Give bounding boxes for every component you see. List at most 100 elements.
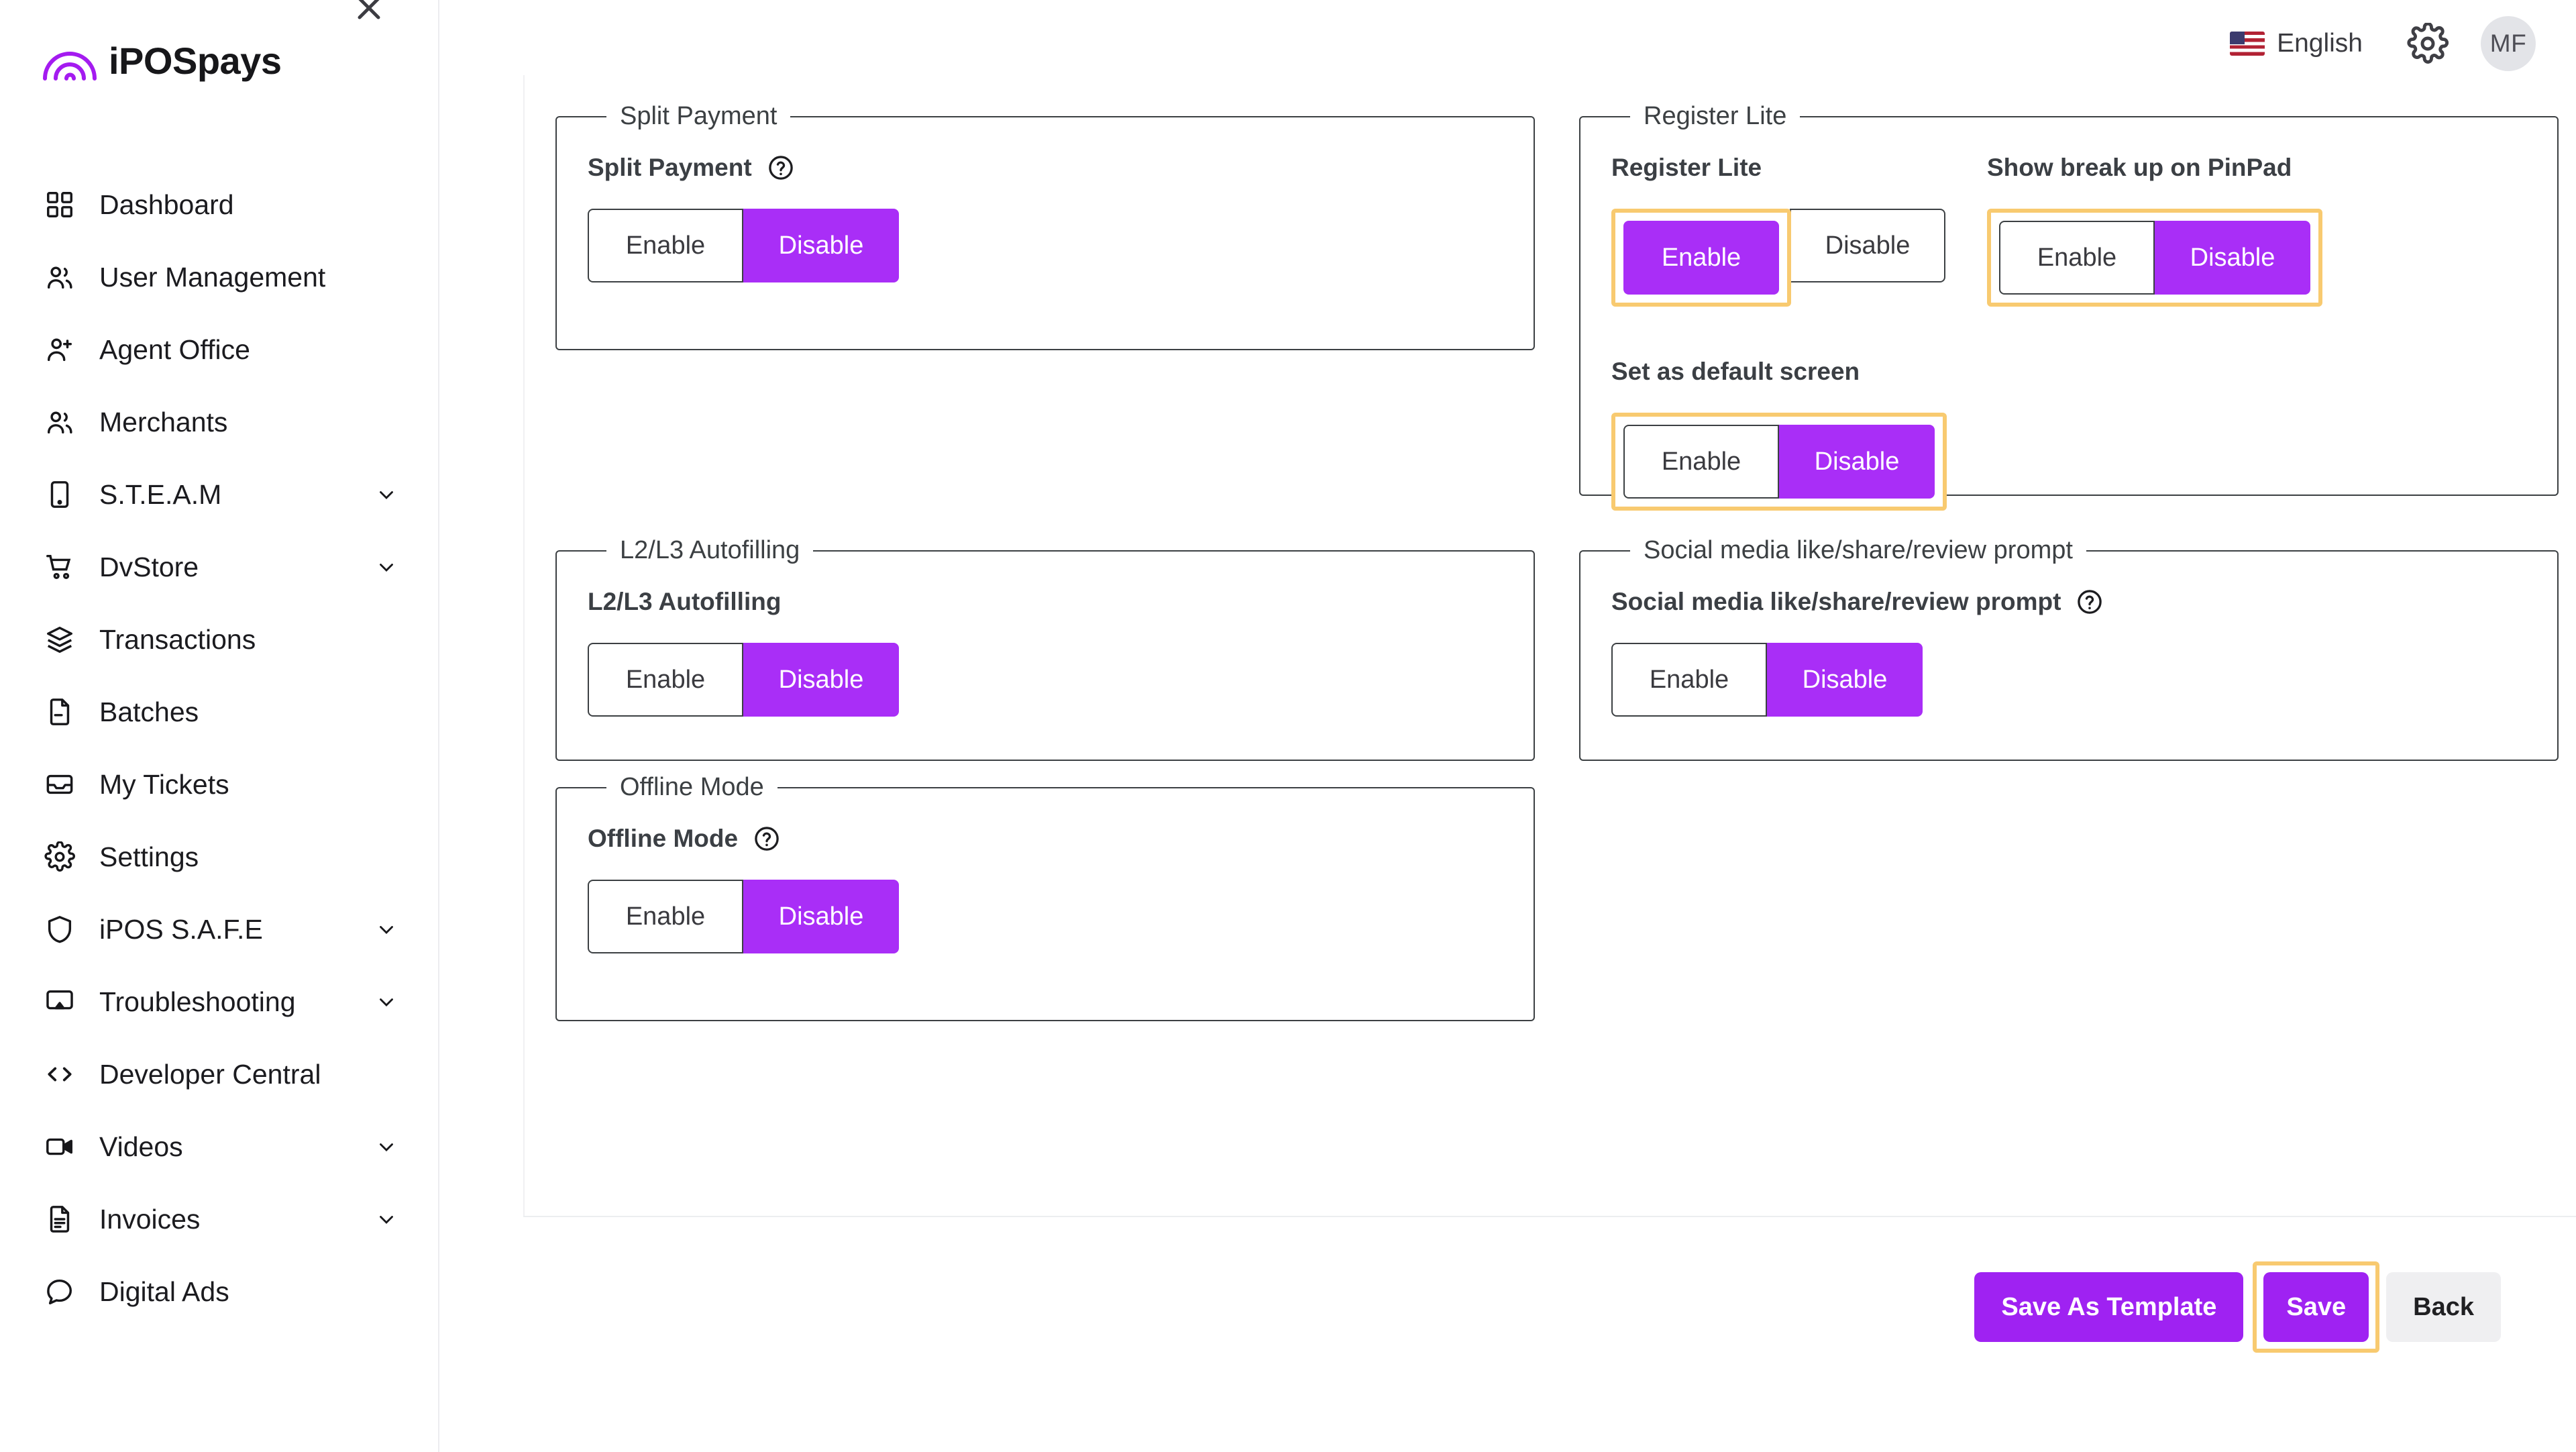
field-set-as-default-screen: Set as default screen Enable Disable: [1611, 358, 2526, 511]
chevron-down-icon[interactable]: [375, 1135, 398, 1158]
enable-button[interactable]: Enable: [1999, 221, 2155, 295]
sidebar-item-batches[interactable]: Batches: [0, 676, 438, 748]
us-flag-icon: [2230, 32, 2265, 56]
enable-button[interactable]: Enable: [1611, 643, 1767, 717]
sidebar-item-user-management[interactable]: User Management: [0, 241, 438, 313]
sidebar-item-dvstore[interactable]: DvStore: [0, 531, 438, 603]
enable-button[interactable]: Enable: [588, 643, 743, 717]
sidebar-item-invoices[interactable]: Invoices: [0, 1183, 438, 1255]
sidebar-item-agent-office[interactable]: Agent Office: [0, 313, 438, 386]
help-icon[interactable]: [753, 825, 781, 853]
field-label: Social media like/share/review prompt: [1611, 588, 2061, 615]
user-plus-icon: [44, 334, 79, 365]
sidebar-item-digital-ads[interactable]: Digital Ads: [0, 1255, 438, 1328]
disable-button[interactable]: Disable: [1767, 643, 1923, 717]
disable-button[interactable]: Disable: [2155, 221, 2310, 295]
panel-split-payment: Split Payment Split Payment: [555, 102, 1535, 350]
disable-button[interactable]: Disable: [743, 209, 899, 282]
panel-register-lite: Register Lite Register Lite: [1579, 102, 2559, 511]
chevron-down-icon[interactable]: [375, 556, 398, 578]
highlight-ring: Enable Disable: [1987, 209, 2322, 307]
enable-button[interactable]: Enable: [588, 880, 743, 953]
chevron-down-icon[interactable]: [375, 1208, 398, 1231]
invoice-icon: [44, 1204, 79, 1235]
disable-button[interactable]: Disable: [1779, 425, 1935, 499]
settings-card: Split Payment Split Payment: [523, 75, 2576, 1216]
highlight-ring: Save: [2253, 1261, 2380, 1353]
chevron-down-icon[interactable]: [375, 990, 398, 1013]
users-icon: [44, 262, 79, 293]
toggle-offline-mode: Enable Disable: [588, 880, 899, 953]
disable-button[interactable]: Disable: [743, 880, 899, 953]
layers-icon: [44, 624, 79, 655]
sidebar-item-label: User Management: [99, 261, 326, 293]
sidebar-item-label: My Tickets: [99, 768, 229, 800]
help-icon[interactable]: [767, 154, 795, 182]
language-label: English: [2277, 29, 2363, 58]
enable-button[interactable]: Enable: [1623, 221, 1779, 295]
field-label: Offline Mode: [588, 825, 739, 852]
sidebar-item-my-tickets[interactable]: My Tickets: [0, 748, 438, 821]
sidebar: iPOSpays Dashboard: [0, 0, 439, 1452]
field-label: Split Payment: [588, 154, 752, 181]
sidebar-item-troubleshooting[interactable]: Troubleshooting: [0, 966, 438, 1038]
field-label: L2/L3 Autofilling: [588, 588, 782, 615]
sidebar-item-label: Dashboard: [99, 189, 234, 220]
sidebar-item-steam[interactable]: S.T.E.A.M: [0, 458, 438, 531]
disable-button[interactable]: Disable: [1790, 209, 1945, 282]
back-button[interactable]: Back: [2386, 1272, 2501, 1342]
chevron-down-icon[interactable]: [375, 483, 398, 506]
inbox-icon: [44, 769, 79, 800]
panel-legend: Split Payment: [620, 102, 777, 130]
sidebar-item-transactions[interactable]: Transactions: [0, 603, 438, 676]
field-register-lite: Register Lite Enable Disable: [1611, 154, 1987, 307]
footer-actions: Save As Template Save Back: [1974, 1261, 2501, 1353]
sidebar-item-ipos-safe[interactable]: iPOS S.A.F.E: [0, 893, 438, 966]
sidebar-item-label: Developer Central: [99, 1058, 321, 1090]
video-icon: [44, 1131, 79, 1162]
enable-button[interactable]: Enable: [588, 209, 743, 282]
language-selector[interactable]: English: [2230, 29, 2363, 58]
sidebar-item-dashboard[interactable]: Dashboard: [0, 168, 438, 241]
footer-divider: [523, 1216, 2576, 1217]
users-icon: [44, 407, 79, 437]
sidebar-item-label: Merchants: [99, 406, 228, 437]
shield-icon: [44, 914, 79, 945]
sidebar-item-label: Digital Ads: [99, 1276, 229, 1307]
sidebar-item-label: Videos: [99, 1131, 183, 1162]
sidebar-item-merchants[interactable]: Merchants: [0, 386, 438, 458]
panel-l2-l3-autofilling: L2/L3 Autofilling L2/L3 Autofilling Enab…: [555, 536, 1535, 761]
sidebar-item-developer-central[interactable]: Developer Central: [0, 1038, 438, 1110]
rainbow-icon: [42, 42, 98, 81]
toggle-set-as-default-screen: Enable Disable: [1623, 425, 1935, 499]
save-as-template-button[interactable]: Save As Template: [1974, 1272, 2244, 1342]
disable-button[interactable]: Disable: [743, 643, 899, 717]
field-label: Show break up on PinPad: [1987, 154, 2292, 181]
sidebar-item-videos[interactable]: Videos: [0, 1110, 438, 1183]
sidebar-item-settings[interactable]: Settings: [0, 821, 438, 893]
avatar[interactable]: MF: [2481, 16, 2536, 71]
help-icon[interactable]: [2076, 588, 2104, 616]
panel-legend: Offline Mode: [620, 773, 764, 801]
sidebar-item-label: DvStore: [99, 551, 199, 582]
toggle-social-media-prompt: Enable Disable: [1611, 643, 1923, 717]
field-show-break-up-on-pinpad: Show break up on PinPad Enable Disable: [1987, 154, 2526, 307]
gear-icon[interactable]: [2407, 21, 2449, 64]
sidebar-item-label: S.T.E.A.M: [99, 478, 222, 510]
gear-icon: [44, 841, 79, 872]
grid-icon: [44, 189, 79, 220]
main-content: English MF Split Payment Split Payment: [439, 0, 2576, 1452]
sidebar-item-label: Batches: [99, 696, 199, 727]
sidebar-item-label: Invoices: [99, 1203, 201, 1235]
save-button[interactable]: Save: [2263, 1272, 2369, 1342]
chevron-down-icon[interactable]: [375, 918, 398, 941]
panel-legend: Register Lite: [1644, 102, 1787, 130]
monitor-icon: [44, 986, 79, 1017]
field-label: Register Lite: [1611, 154, 1762, 181]
enable-button[interactable]: Enable: [1623, 425, 1779, 499]
chat-icon: [44, 1276, 79, 1307]
panel-legend: L2/L3 Autofilling: [620, 536, 800, 564]
close-icon[interactable]: [349, 0, 389, 28]
toggle-register-lite: Enable Disable: [1611, 209, 1945, 307]
